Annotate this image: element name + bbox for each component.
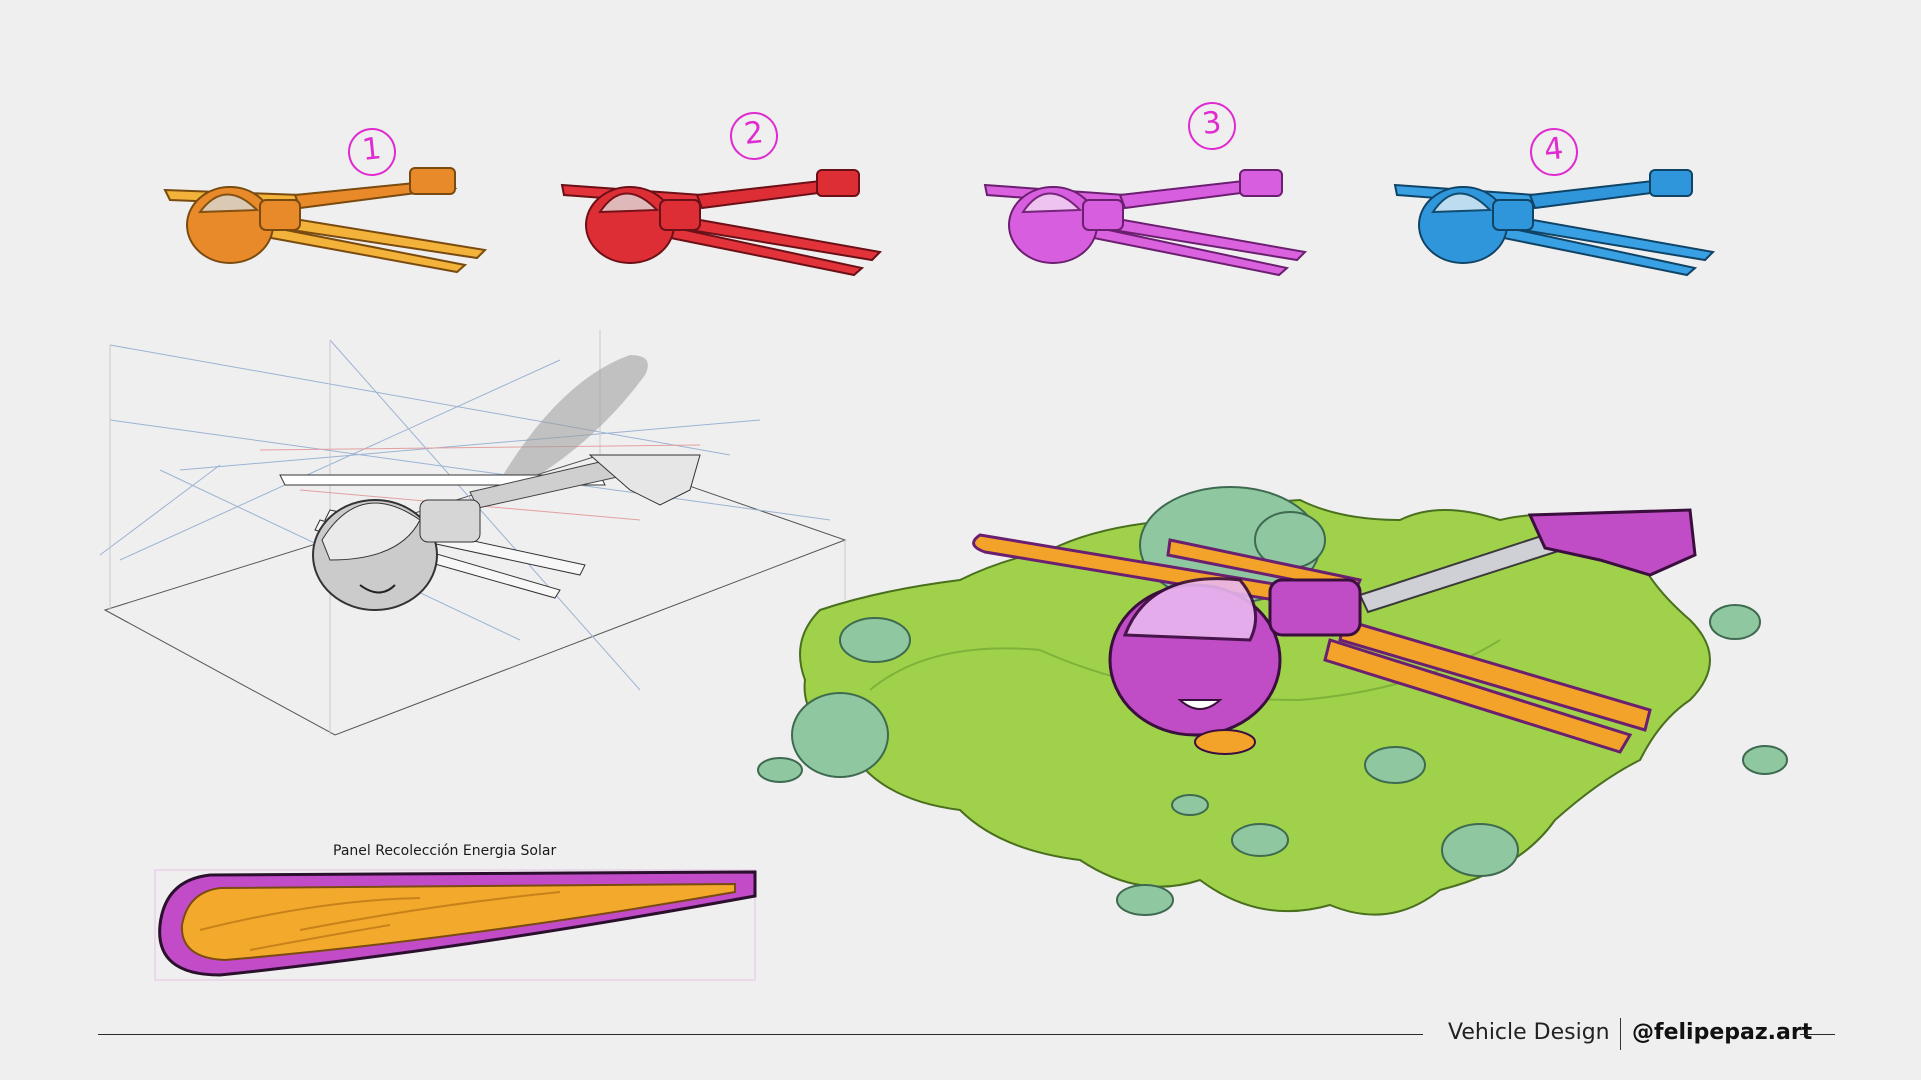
footer-title: Vehicle Design: [1448, 1020, 1610, 1045]
panel-caption: Panel Recolección Energia Solar: [333, 843, 557, 859]
variant-4-vehicle: [1393, 169, 1716, 277]
footer-rule-left: [98, 1034, 1423, 1035]
footer-separator: [1620, 1018, 1621, 1050]
variant-2-vehicle: [560, 169, 883, 277]
variant-1-vehicle: [163, 167, 488, 274]
footer-rule-right: [1800, 1034, 1835, 1035]
footer-handle: @felipepaz.art: [1632, 1020, 1813, 1045]
solar-panel-illustration: [154, 869, 757, 981]
variant-3-vehicle: [983, 169, 1308, 277]
hero-scene: [757, 486, 1788, 916]
construction-sketch: [99, 330, 847, 736]
